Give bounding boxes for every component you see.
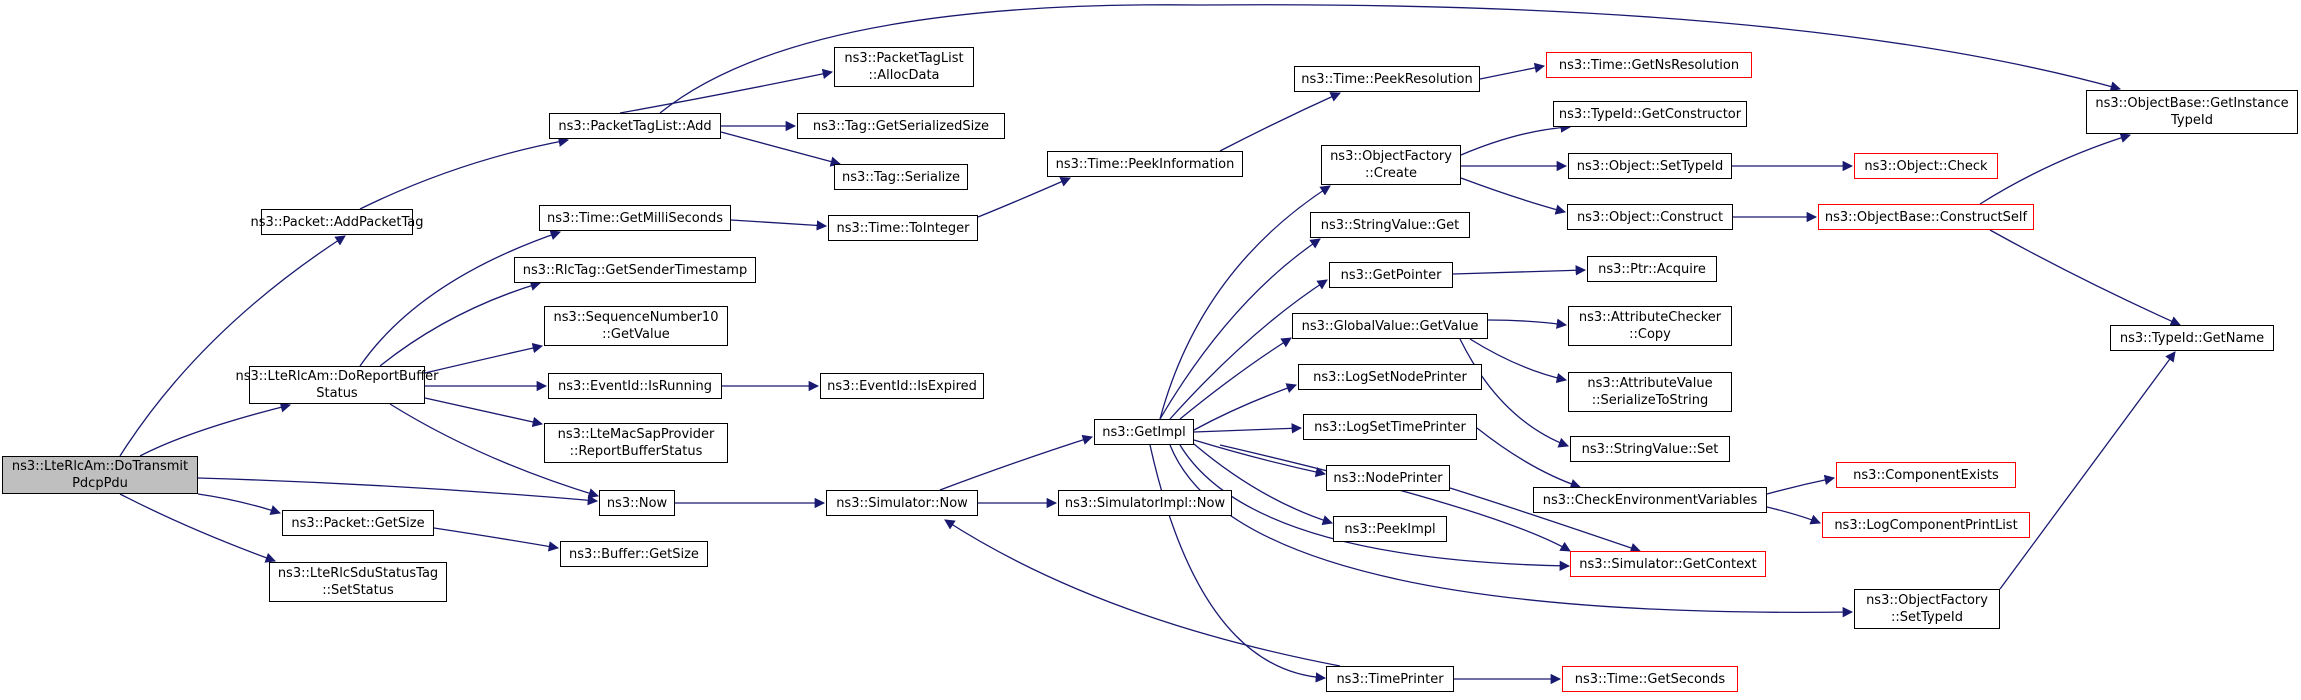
- node-simulator-now[interactable]: ns3::Simulator::Now: [826, 490, 978, 516]
- call-edge: [1193, 423, 1303, 434]
- call-edge: [139, 402, 292, 457]
- call-edge: [359, 136, 570, 210]
- node-packet-get-size[interactable]: ns3::Packet::GetSize: [282, 510, 434, 536]
- call-edge: [1476, 427, 1581, 489]
- call-edge: [359, 230, 561, 367]
- call-edge: [424, 397, 544, 428]
- node-type-id-get-constructor[interactable]: ns3::TypeId::GetConstructor: [1553, 101, 1747, 127]
- node-get-milli-seconds[interactable]: ns3::Time::GetMilliSeconds: [539, 205, 731, 231]
- call-edge: [730, 219, 828, 231]
- call-edge: [1979, 132, 2131, 205]
- call-edge: [1169, 444, 1854, 618]
- call-edge: [1159, 185, 1331, 420]
- edges-group: [119, 4, 2181, 685]
- node-get-sender-timestamp[interactable]: ns3::RlcTag::GetSenderTimestamp: [514, 257, 756, 283]
- call-edge: [1989, 229, 2181, 326]
- node-object-check[interactable]: ns3::Object::Check: [1854, 153, 1998, 179]
- node-object-factory-set-type-id[interactable]: ns3::ObjectFactory ::SetTypeId: [1854, 589, 2000, 629]
- call-edge: [1766, 506, 1821, 525]
- node-object-construct[interactable]: ns3::Object::Construct: [1567, 204, 1733, 230]
- call-edge: [1179, 337, 1292, 420]
- node-time-printer[interactable]: ns3::TimePrinter: [1326, 666, 1454, 692]
- call-edge: [389, 403, 599, 499]
- call-edge: [1219, 92, 1341, 152]
- node-is-expired[interactable]: ns3::EventId::IsExpired: [820, 373, 984, 399]
- node-log-component-print-list[interactable]: ns3::LogComponentPrintList: [1822, 512, 2030, 538]
- call-edge: [1193, 443, 1333, 526]
- call-edge: [119, 235, 346, 457]
- node-add-packet-tag[interactable]: ns3::Packet::AddPacketTag: [250, 209, 424, 235]
- node-to-integer[interactable]: ns3::Time::ToInteger: [828, 215, 978, 241]
- call-edge: [1169, 279, 1328, 420]
- call-edge: [424, 342, 544, 374]
- call-edge: [1479, 62, 1546, 80]
- node-do-transmit-pdcp-pdu[interactable]: ns3::LteRlcAm::DoTransmit PdcpPdu: [2, 456, 198, 494]
- call-edge: [659, 4, 2122, 114]
- call-edge: [1460, 122, 1572, 156]
- node-alloc-data[interactable]: ns3::PacketTagList ::AllocData: [834, 47, 974, 87]
- node-is-running[interactable]: ns3::EventId::IsRunning: [548, 373, 722, 399]
- node-peek-resolution[interactable]: ns3::Time::PeekResolution: [1294, 66, 1480, 92]
- call-edge: [1487, 318, 1568, 329]
- node-now[interactable]: ns3::Now: [599, 490, 675, 516]
- node-packet-tag-list-add[interactable]: ns3::PacketTagList::Add: [549, 113, 721, 139]
- node-log-set-time-printer[interactable]: ns3::LogSetTimePrinter: [1303, 414, 1477, 440]
- node-component-exists[interactable]: ns3::ComponentExists: [1836, 462, 2016, 488]
- node-construct-self[interactable]: ns3::ObjectBase::ConstructSelf: [1818, 204, 2034, 230]
- call-edge: [619, 68, 834, 114]
- node-peek-impl[interactable]: ns3::PeekImpl: [1333, 516, 1447, 542]
- node-attribute-checker-copy[interactable]: ns3::AttributeChecker ::Copy: [1568, 306, 1732, 346]
- node-type-id-get-name[interactable]: ns3::TypeId::GetName: [2110, 325, 2274, 351]
- node-set-status[interactable]: ns3::LteRlcSduStatusTag ::SetStatus: [269, 562, 447, 602]
- call-edge: [939, 434, 1093, 491]
- call-edge: [1460, 177, 1567, 215]
- node-global-value-get-value[interactable]: ns3::GlobalValue::GetValue: [1292, 313, 1488, 339]
- node-seq-num-get-value[interactable]: ns3::SequenceNumber10 ::GetValue: [544, 306, 728, 346]
- call-edge: [197, 477, 599, 506]
- call-edge: [977, 177, 1071, 218]
- call-edge: [720, 131, 842, 167]
- node-object-set-type-id[interactable]: ns3::Object::SetTypeId: [1568, 153, 1732, 179]
- call-edge: [1459, 338, 1569, 448]
- call-edge: [1469, 338, 1568, 384]
- call-edge: [433, 527, 560, 552]
- node-simulator-impl-now[interactable]: ns3::SimulatorImpl::Now: [1058, 490, 1232, 516]
- node-report-buffer-status[interactable]: ns3::LteMacSapProvider ::ReportBufferSta…: [544, 423, 728, 463]
- node-ptr-acquire[interactable]: ns3::Ptr::Acquire: [1587, 256, 1717, 282]
- node-log-set-node-printer[interactable]: ns3::LogSetNodePrinter: [1298, 364, 1482, 390]
- node-get-impl[interactable]: ns3::GetImpl: [1094, 419, 1194, 445]
- node-peek-information[interactable]: ns3::Time::PeekInformation: [1047, 151, 1243, 177]
- node-tag-serialize[interactable]: ns3::Tag::Serialize: [834, 164, 968, 190]
- call-edge: [944, 519, 1341, 667]
- call-edge: [1999, 351, 2176, 590]
- call-edge: [379, 280, 541, 367]
- node-get-ns-resolution[interactable]: ns3::Time::GetNsResolution: [1546, 52, 1752, 78]
- node-check-environment-variables[interactable]: ns3::CheckEnvironmentVariables: [1533, 487, 1767, 513]
- node-tag-get-serialized-size[interactable]: ns3::Tag::GetSerializedSize: [797, 113, 1005, 139]
- call-edge: [119, 493, 276, 563]
- call-edge: [1452, 265, 1587, 276]
- call-edge: [1193, 439, 1327, 478]
- node-string-value-set[interactable]: ns3::StringValue::Set: [1570, 436, 1730, 462]
- node-object-factory-create[interactable]: ns3::ObjectFactory ::Create: [1321, 145, 1461, 185]
- node-get-instance-type-id[interactable]: ns3::ObjectBase::GetInstance TypeId: [2086, 90, 2298, 134]
- call-edge: [1193, 383, 1297, 431]
- call-edge: [197, 493, 281, 516]
- node-buffer-get-size[interactable]: ns3::Buffer::GetSize: [560, 541, 708, 567]
- node-string-value-get[interactable]: ns3::StringValue::Get: [1310, 212, 1470, 238]
- call-edge: [1449, 487, 1641, 553]
- node-simulator-get-context[interactable]: ns3::Simulator::GetContext: [1570, 551, 1766, 577]
- call-edge: [1766, 474, 1836, 495]
- node-attribute-value-serialize[interactable]: ns3::AttributeValue ::SerializeToString: [1568, 372, 1732, 412]
- call-edge: [1219, 444, 1571, 552]
- call-edge: [1159, 238, 1321, 420]
- node-do-report-buffer-status[interactable]: ns3::LteRlcAm::DoReportBuffer Status: [236, 366, 439, 404]
- call-edge: [1179, 444, 1571, 572]
- node-node-printer[interactable]: ns3::NodePrinter: [1326, 465, 1450, 491]
- node-get-seconds[interactable]: ns3::Time::GetSeconds: [1562, 666, 1738, 692]
- node-get-pointer[interactable]: ns3::GetPointer: [1329, 262, 1453, 288]
